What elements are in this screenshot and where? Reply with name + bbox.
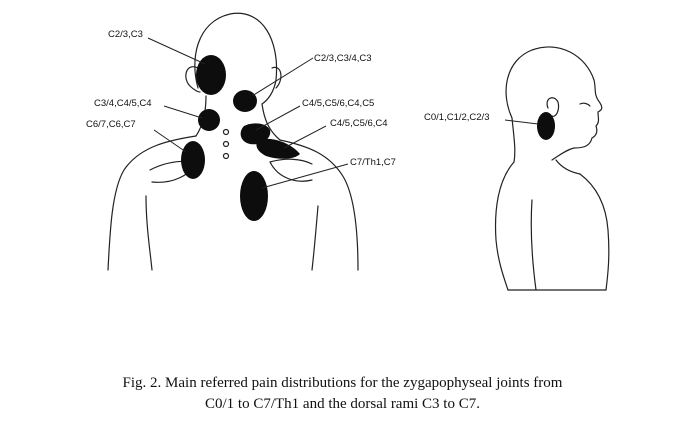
right-scapula-outline [269,158,313,182]
pain-area-c01-c12-c23 [537,112,555,140]
leader-c45-c56-c4 [283,125,327,149]
leader-c23-c3 [147,37,206,65]
right-shoulder-arm-outline [279,139,359,271]
spine-dot-2 [222,140,230,148]
right-ear-outline [271,66,282,89]
pain-area-c23-c3 [196,55,226,95]
pain-area-c23-c34-c3 [233,90,257,112]
label-c67-c6-c7: C6/7,C6,C7 [86,119,136,130]
side-ear [546,97,560,117]
back-head-outline [194,12,278,105]
left-arm-inner-outline [145,195,153,271]
label-c23-c34-c3: C2/3,C3/4,C3 [314,53,372,64]
pain-area-c67-c6-c7 [181,141,205,179]
leader-c45-c56-c4-c5 [255,105,301,131]
leader-c01-c12-c23 [504,119,539,125]
pain-area-c7th1-c7 [240,171,268,221]
side-back-neck [511,117,516,163]
spine-dot-1 [222,128,230,136]
figure-caption-line-1: Fig. 2. Main referred pain distributions… [122,375,563,391]
side-view-figure: C0/1,C1/2,C2/3 [424,46,610,291]
leader-c67-c6-c7 [153,129,187,153]
right-arm-inner-outline [311,205,319,271]
leader-c34-c45-c4 [163,105,203,119]
label-c45-c56-c4-c5: C4/5,C5/6,C4,C5 [302,98,374,109]
back-view-figure [107,12,359,271]
label-c34-c45-c4: C3/4,C4/5,C4 [94,98,152,109]
spine-dot-3 [222,152,230,160]
label-c23-c3: C2/3,C3 [108,29,143,40]
side-front-torso [579,173,610,291]
pain-area-c45-c56-c4 [256,138,300,159]
left-ear-outline [185,66,201,93]
label-c45-c56-c4: C4/5,C5/6,C4 [330,118,388,129]
pain-area-c34-c45-c4 [198,109,220,131]
side-eye [579,102,591,107]
figure-caption-line-2: C0/1 to C7/Th1 and the dorsal rami C3 to… [205,396,480,412]
side-back-torso [494,161,515,291]
back-view-pain-areas [181,55,300,221]
label-c7th1-c7: C7/Th1,C7 [350,157,396,168]
back-view-leader-lines [147,37,349,189]
leader-c7th1-c7 [261,163,349,189]
side-head-outline [505,46,603,161]
side-arm-line [530,199,537,291]
label-c01-c12-c23: C0/1,C1/2,C2/3 [424,112,489,123]
back-view-labels: C2/3,C3 C2/3,C3/4,C3 C3/4,C4/5,C4 C4/5,C… [86,29,396,168]
leader-c23-c34-c3 [251,57,314,97]
side-front-neck [555,159,581,175]
